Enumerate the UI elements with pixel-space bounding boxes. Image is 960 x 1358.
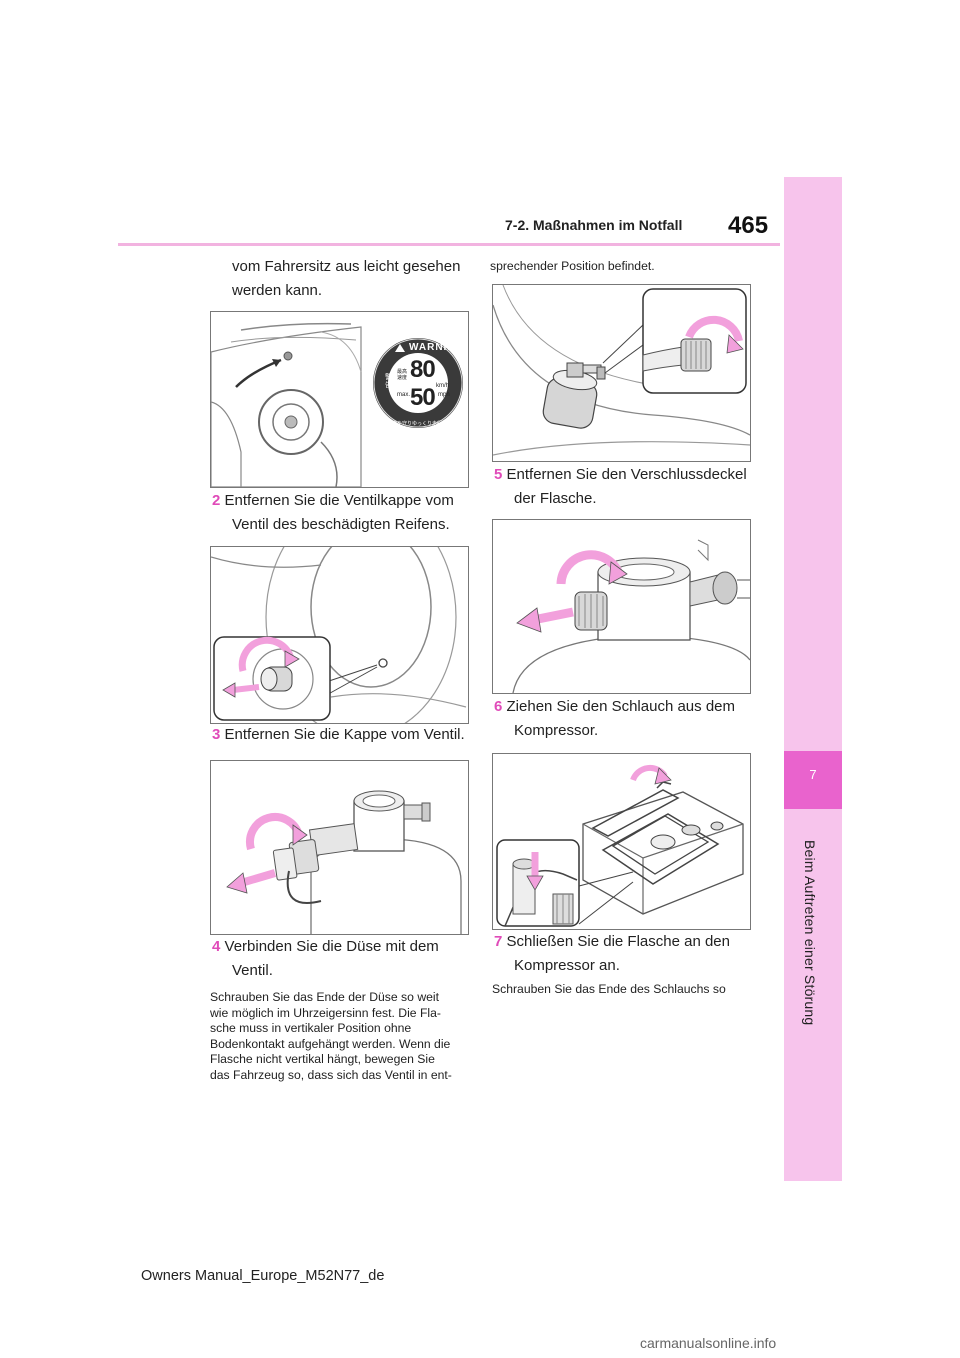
section-title: 7-2. Maßnahmen im Notfall: [505, 217, 683, 233]
step-3: 3 Entfernen Sie die Kappe vom Ventil.: [212, 723, 465, 747]
figure-nozzle: [210, 760, 469, 935]
step-6-line-2: Kompressor.: [514, 722, 599, 739]
bottle-cap-illustration: [512, 539, 750, 693]
step-7-note: Schrauben Sie das Ende des Schlauchs so: [492, 982, 726, 996]
step-7-line-1: Schließen Sie die Flasche an den: [506, 933, 730, 950]
step-2-number: 2: [212, 492, 221, 509]
sticker-kanji-top: 警告: [385, 374, 392, 389]
note-line: das Fahrzeug so, dass sich das Ventil in…: [210, 1067, 452, 1082]
note-line: Bodenkontakt aufgehängt werden. Wenn die: [210, 1036, 451, 1051]
tire-illustration: [211, 547, 467, 723]
step-4-note: Schrauben Sie das Ende der Düse so weit …: [210, 990, 475, 1083]
step-4-number: 4: [212, 938, 221, 955]
sticker-speed-top: 80: [410, 356, 436, 383]
compressor-illustration: [496, 764, 744, 927]
sticker-warning-text: WARNING: [409, 342, 465, 353]
step-7-number: 7: [494, 933, 503, 950]
step-4: 4 Verbinden Sie die Düse mit dem: [212, 935, 439, 959]
chapter-number-box: [784, 751, 842, 809]
footer-text: Owners Manual_Europe_M52N77_de: [141, 1268, 385, 1284]
intro-line-2: werden kann.: [232, 282, 323, 299]
step-4-line-1: Verbinden Sie die Düse mit dem: [224, 938, 439, 955]
note-line: Schrauben Sie das Ende der Düse so weit: [210, 990, 439, 1004]
intro-line-1: vom Fahrersitz aus leicht gesehen: [232, 258, 461, 275]
sticker-unit-mph: mph: [438, 392, 450, 398]
header-rule: [118, 243, 780, 246]
note-line: sche muss in vertikaler Position ohne: [210, 1021, 412, 1035]
step-6: 6 Ziehen Sie den Schlauch aus dem: [494, 695, 735, 719]
step-5-number: 5: [494, 466, 503, 483]
step-7-line-2: Kompressor an.: [514, 957, 620, 974]
figure-bottle-hanging: [492, 284, 751, 462]
chapter-side-tab: [784, 177, 842, 1181]
page-number: 465: [728, 212, 769, 239]
sticker-speed-bottom: 50: [410, 384, 436, 411]
watermark: carmanualsonline.info: [640, 1335, 777, 1351]
sticker-max: max.: [397, 392, 411, 398]
sticker-kanji-small: 最高速度: [397, 369, 408, 381]
hanging-bottle-illustration: [493, 285, 750, 456]
bottle-nozzle-illustration: [226, 790, 462, 934]
dashboard-illustration: [211, 322, 362, 487]
step-3-text: Entfernen Sie die Kappe vom Ventil.: [224, 726, 465, 743]
figure-compressor: [492, 753, 751, 930]
step-6-number: 6: [494, 698, 503, 715]
chapter-number: 7: [809, 767, 817, 782]
note-line: wie möglich im Uhrzeigersinn fest. Die F…: [210, 1005, 441, 1020]
figure-warning-sticker: WARNING 警告 最高速度 max. 80 50 km/h mph 速度を守…: [210, 311, 469, 488]
step-2: 2 Entfernen Sie die Ventilkappe vom: [212, 489, 454, 513]
warning-sticker-icon: [373, 338, 463, 428]
step-4-line-2: Ventil.: [232, 962, 273, 979]
step-3-number: 3: [212, 726, 221, 743]
step-5: 5 Entfernen Sie den Verschlussdeckel: [494, 463, 747, 487]
figure-valve-cap: [210, 546, 469, 724]
step-5-line-2: der Flasche.: [514, 490, 597, 507]
note-line: Flasche nicht vertikal hängt, bewegen Si…: [210, 1052, 435, 1066]
chapter-title: Beim Auftreten einer Störung: [802, 840, 818, 1026]
step-2-line-2: Ventil des beschädigten Reifens.: [232, 516, 450, 533]
step-7: 7 Schließen Sie die Flasche an den: [494, 930, 730, 954]
figure-bottle-cap: [492, 519, 751, 694]
sticker-ring-text: 速度を守りゆっくり走行してください。Drive Slowly!: [387, 421, 457, 427]
step-5-line-1: Entfernen Sie den Verschlussdeckel: [506, 466, 747, 483]
step-2-line-1: Entfernen Sie die Ventilkappe vom: [224, 492, 454, 509]
step-6-line-1: Ziehen Sie den Schlauch aus dem: [506, 698, 735, 715]
sticker-unit-kmh: km/h: [436, 383, 450, 389]
continued-note: sprechender Position befindet.: [490, 259, 655, 273]
